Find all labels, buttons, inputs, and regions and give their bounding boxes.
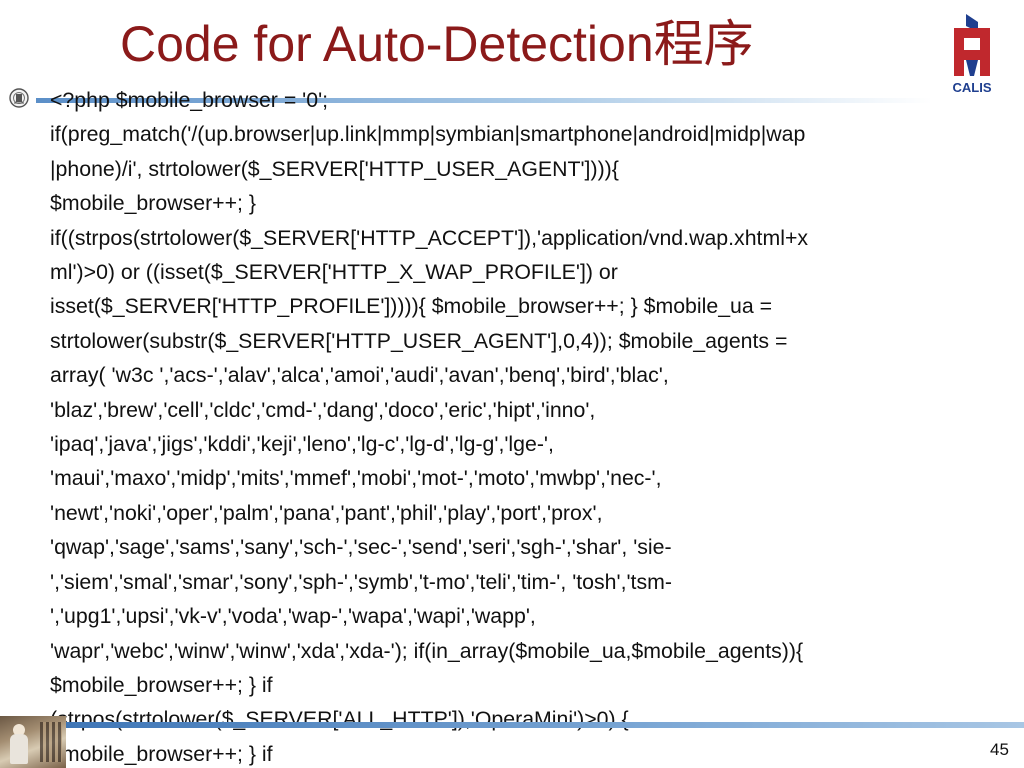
calis-logo: CALIS <box>944 10 1000 106</box>
bullet-emblem-icon <box>9 88 29 108</box>
code-line: if((strpos(strtolower($_SERVER['HTTP_ACC… <box>50 225 809 250</box>
code-line: ','siem','smal','smar','sony','sph-','sy… <box>50 569 672 594</box>
code-line: |phone)/i', strtolower($_SERVER['HTTP_US… <box>50 156 619 181</box>
logo-text: CALIS <box>952 80 992 95</box>
bottom-rule <box>66 722 1024 728</box>
photo-figure-head <box>13 724 25 736</box>
code-line: ','upg1','upsi','vk-v','voda','wap-','wa… <box>50 604 536 629</box>
code-line: $mobile_browser++; } if <box>50 741 273 766</box>
page-number: 45 <box>990 740 1009 759</box>
code-line: $mobile_browser++; } <box>50 191 256 216</box>
code-line: if(preg_match('/(up.browser|up.link|mmp|… <box>50 122 806 147</box>
top-rule <box>36 98 932 103</box>
photo-background <box>40 722 62 762</box>
calis-logo-icon <box>954 14 990 76</box>
code-line: $mobile_browser++; } if <box>50 672 273 697</box>
code-line: 'blaz','brew','cell','cldc','cmd-','dang… <box>50 397 596 422</box>
code-line: 'newt','noki','oper','palm','pana','pant… <box>50 500 603 525</box>
slide-title: Code for Auto-Detection程序 <box>120 16 754 72</box>
code-line: 'maui','maxo','midp','mits','mmef','mobi… <box>50 466 662 491</box>
code-line: isset($_SERVER['HTTP_PROFILE'])))){ $mob… <box>50 294 773 319</box>
code-line: <?php $mobile_browser = '0'; <box>50 88 329 112</box>
code-line: array( 'w3c ','acs-','alav','alca','amoi… <box>50 363 669 388</box>
footer-photo <box>0 716 66 768</box>
code-line: strtolower(substr($_SERVER['HTTP_USER_AG… <box>50 328 788 353</box>
code-line: (strpos(strtolower($_SERVER['ALL_HTTP'])… <box>50 707 629 732</box>
photo-figure <box>10 734 28 764</box>
code-line: 'ipaq','java','jigs','kddi','keji','leno… <box>50 432 554 457</box>
code-line: ml')>0) or ((isset($_SERVER['HTTP_X_WAP_… <box>50 260 618 285</box>
php-code-block: <?php $mobile_browser = '0'; if(preg_mat… <box>50 83 1012 768</box>
code-line: 'qwap','sage','sams','sany','sch-','sec-… <box>50 535 672 560</box>
code-line: 'wapr','webc','winw','winw','xda','xda-'… <box>50 638 804 663</box>
